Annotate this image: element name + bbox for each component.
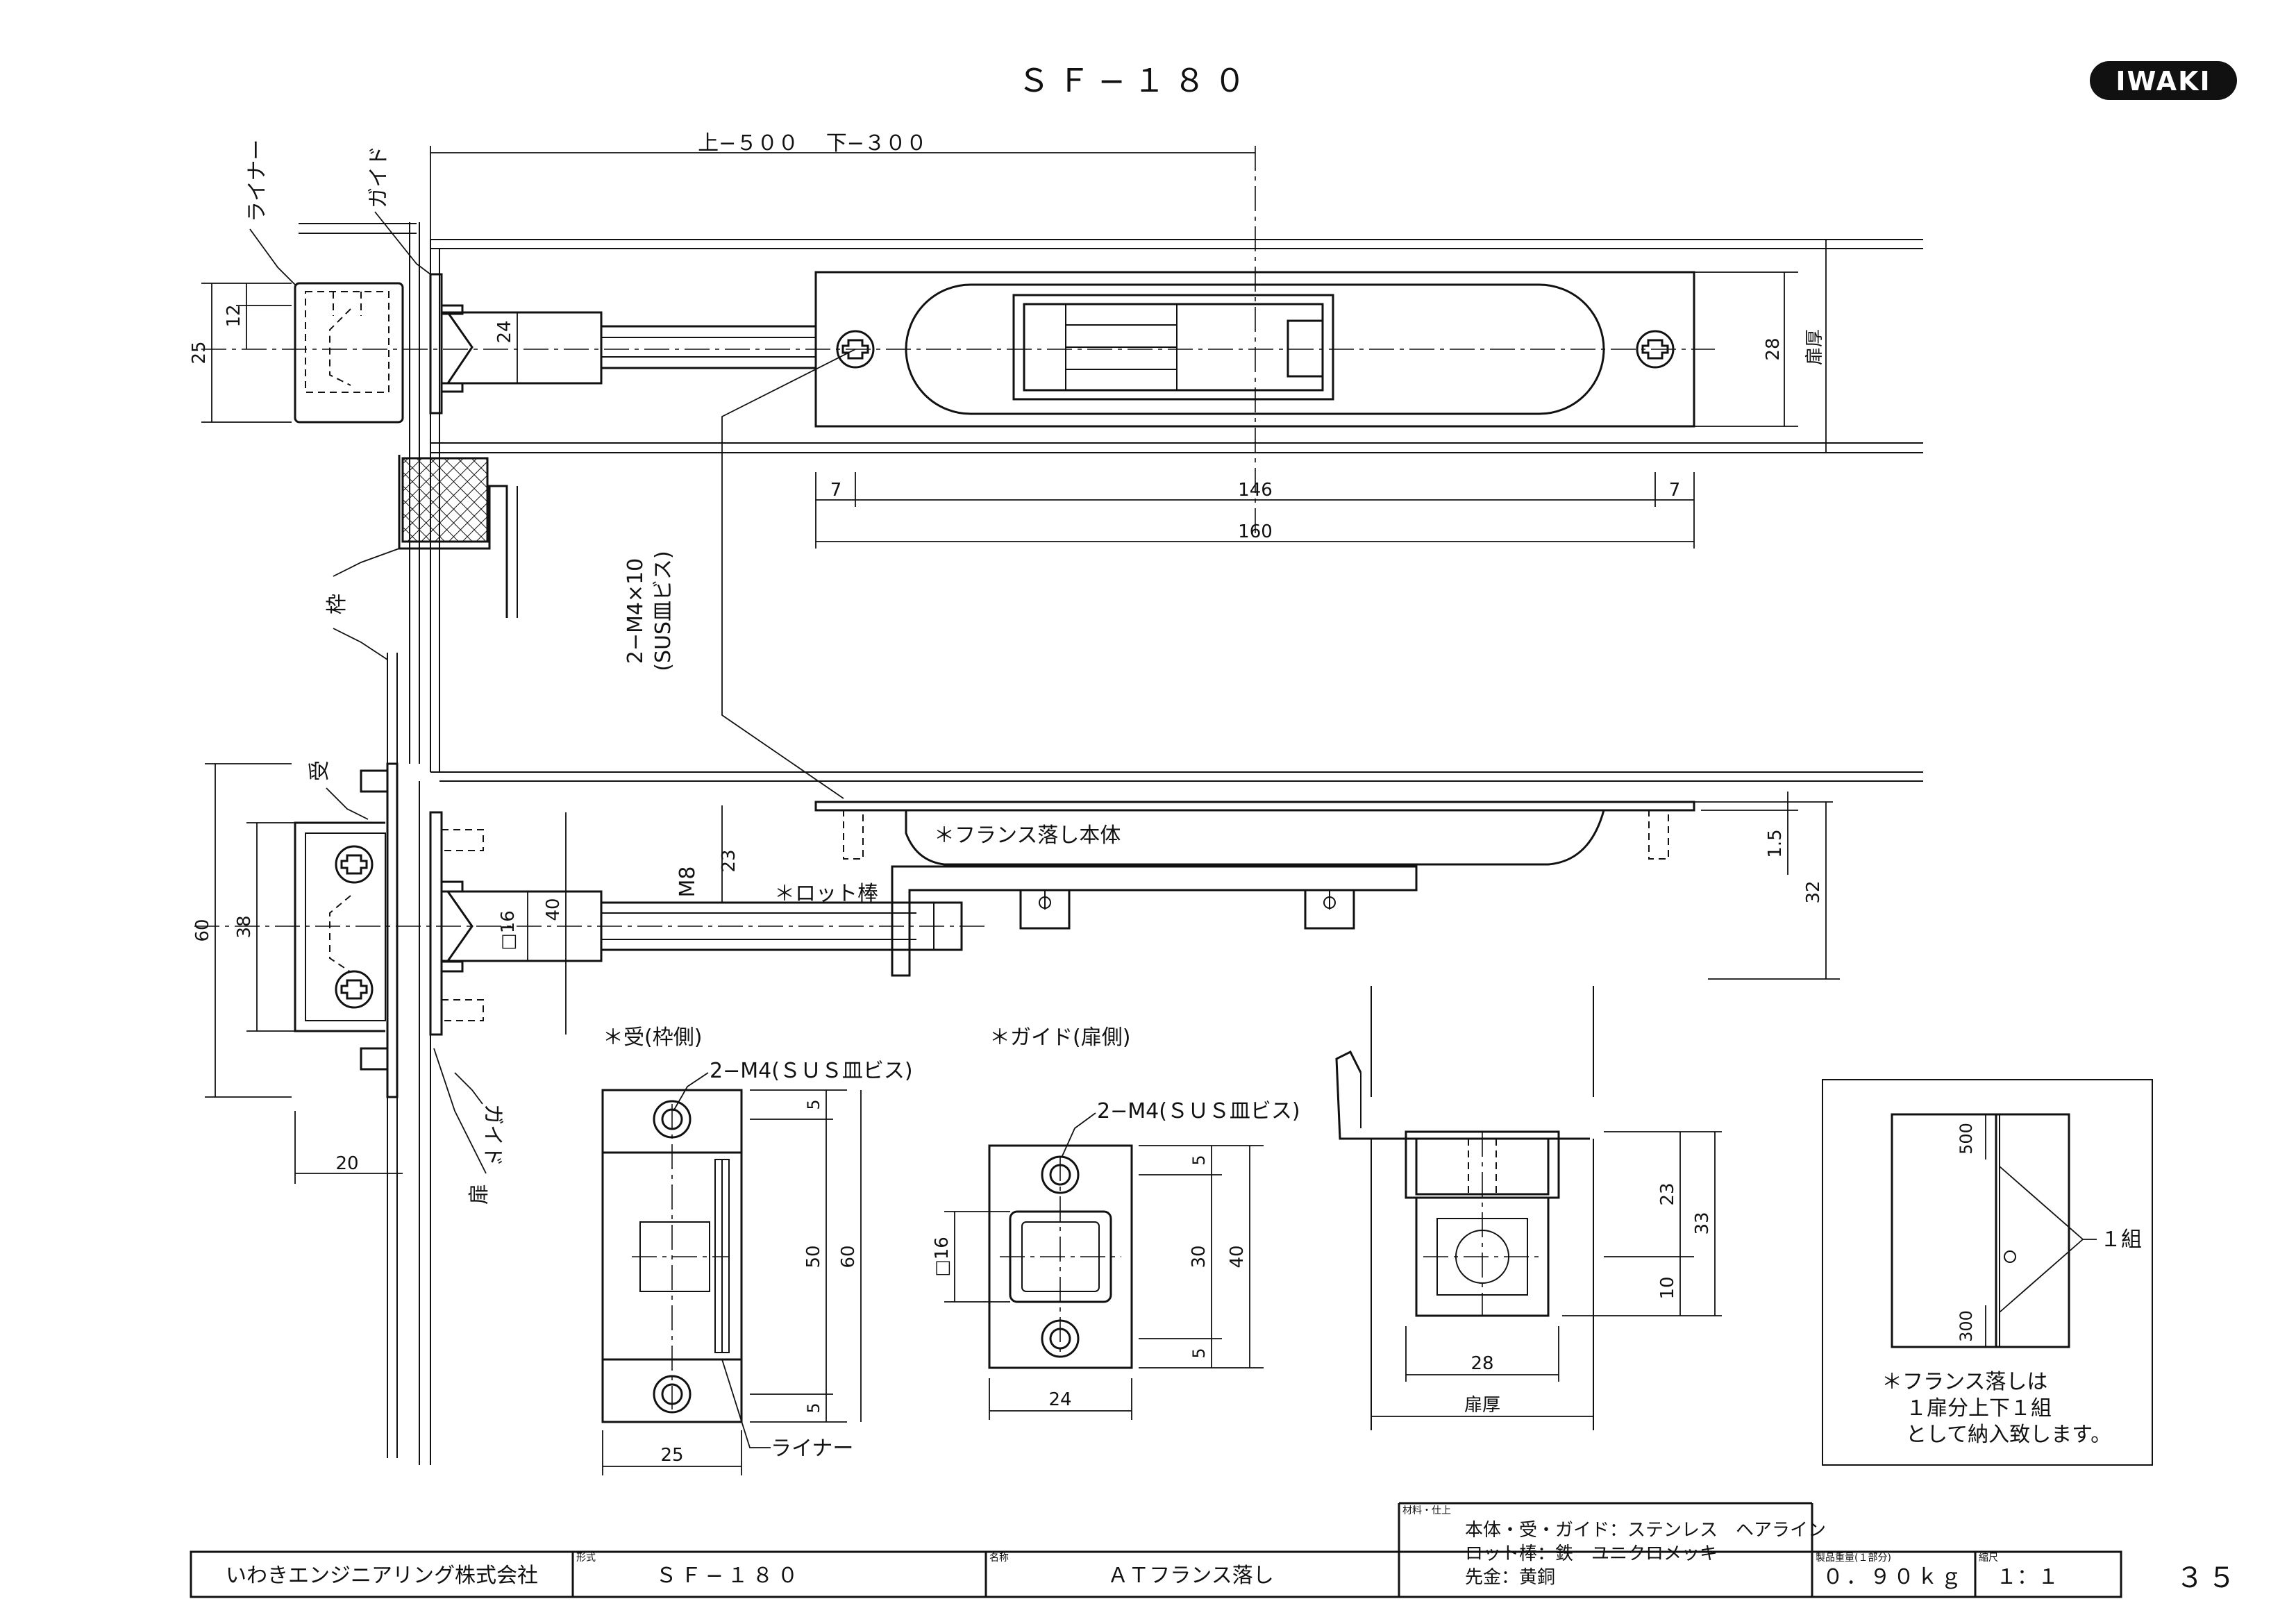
title-weight: ０．９０ｋｇ <box>1822 1565 1964 1589</box>
title-model: ＳＦ−１８０ <box>655 1564 802 1588</box>
svg-text:28: 28 <box>1763 337 1784 360</box>
guide-label-lower: ガイド <box>480 1104 505 1166</box>
svg-text:23: 23 <box>719 849 739 872</box>
bottom-section-detail: 23 10 33 28 扉厚 <box>1335 986 1722 1430</box>
guide-detail: ＊ガイド(扉側) 2−M4(ＳＵＳ皿ビス) □16 5 30 5 40 24 <box>932 1026 1300 1420</box>
svg-text:30: 30 <box>1189 1245 1209 1268</box>
svg-text:60: 60 <box>838 1245 859 1268</box>
top-view-dimensions: 上−５００ 下−３００ 25 12 24 28 扉厚 7 146 7 160 <box>189 131 1827 549</box>
svg-text:146: 146 <box>1238 480 1273 501</box>
svg-text:IWAKI: IWAKI <box>2115 66 2211 97</box>
svg-text:□16: □16 <box>498 910 519 951</box>
side-view-dimensions: 60 38 20 23 M8 □16 40 1.5 32 <box>192 763 1840 1184</box>
receiver-label: 受 <box>308 760 332 781</box>
svg-text:60: 60 <box>192 919 213 941</box>
svg-text:5: 5 <box>804 1403 823 1413</box>
svg-text:25: 25 <box>189 341 210 364</box>
svg-text:33: 33 <box>1692 1212 1713 1234</box>
material-line-3: 先金：黄銅 <box>1465 1567 1555 1588</box>
title-block: いわきエンジニアリング株式会社 形式 ＳＦ−１８０ 名称 ＡＴフランス落し 材料… <box>190 1502 2122 1598</box>
door-thickness-label: 扉厚 <box>1804 329 1825 365</box>
top-view-labels: ライナー ガイド 枠 2−M4×10 (SUS皿ビス) <box>245 140 856 799</box>
one-set-label: １組 <box>2100 1228 2142 1252</box>
svg-text:2−M4(ＳＵＳ皿ビス): 2−M4(ＳＵＳ皿ビス) <box>1097 1099 1300 1123</box>
svg-text:40: 40 <box>1227 1245 1248 1268</box>
liner-label-detail: ライナー <box>771 1437 853 1461</box>
svg-text:7: 7 <box>830 480 842 501</box>
length-note: 上−５００ 下−３００ <box>698 131 927 156</box>
company-name: いわきエンジニアリング株式会社 <box>226 1564 538 1588</box>
svg-text:24: 24 <box>494 320 515 343</box>
svg-text:製品重量(１部分): 製品重量(１部分) <box>1816 1552 1891 1564</box>
material-line-2: ロット棒：鉄 ユニクロメッキ <box>1465 1543 1718 1564</box>
svg-text:7: 7 <box>1669 480 1681 501</box>
svg-text:38: 38 <box>234 915 255 938</box>
svg-text:5: 5 <box>1189 1348 1209 1358</box>
svg-text:500: 500 <box>1956 1123 1976 1155</box>
svg-text:24: 24 <box>1048 1389 1071 1410</box>
note-line-3: として納入致します。 <box>1906 1423 2111 1447</box>
side-view-labels: 受 ガイド 扉 ＊フランス落し本体 ＊ロット棒 <box>308 760 1121 1205</box>
svg-text:25: 25 <box>660 1445 683 1466</box>
svg-text:300: 300 <box>1956 1310 1976 1342</box>
svg-text:28: 28 <box>1470 1353 1493 1374</box>
title-scale: １：１ <box>1996 1565 2059 1589</box>
guide-view-title: ＊ガイド(扉側) <box>989 1026 1130 1050</box>
svg-text:50: 50 <box>803 1245 824 1268</box>
guide-label: ガイド <box>367 146 391 208</box>
door-label: 扉 <box>467 1184 492 1205</box>
receiver-view-title: ＊受(枠側) <box>603 1026 702 1050</box>
frame-label: 枠 <box>325 594 349 614</box>
material-line-1: 本体・受・ガイド：ステンレス ヘアライン <box>1465 1520 1826 1541</box>
svg-text:□16: □16 <box>932 1237 953 1277</box>
svg-text:扉厚: 扉厚 <box>1464 1395 1500 1416</box>
svg-text:名称: 名称 <box>989 1552 1009 1564</box>
screw-spec-label: 2−M4×10 <box>623 558 648 664</box>
svg-text:23: 23 <box>1657 1182 1678 1205</box>
install-note-box: 500 300 １組 ＊フランス落しは １扉分上下１組 として納入致します。 <box>1822 1079 2153 1466</box>
receiver-detail: ＊受(枠側) 2−M4(ＳＵＳ皿ビス) ライナー 5 50 5 60 25 <box>601 1026 913 1475</box>
drawing-title: ＳＦ−１８０ <box>1018 62 1255 99</box>
screw-material-label: (SUS皿ビス) <box>651 551 676 671</box>
title-name: ＡＴフランス落し <box>1107 1564 1273 1588</box>
liner-label: ライナー <box>245 140 269 222</box>
svg-text:20: 20 <box>335 1153 358 1174</box>
svg-text:5: 5 <box>1189 1155 1209 1165</box>
iwaki-logo: IWAKI <box>2090 61 2237 100</box>
svg-text:材料・仕上: 材料・仕上 <box>1402 1505 1451 1516</box>
note-line-2: １扉分上下１組 <box>1906 1396 2052 1421</box>
note-line-1: ＊フランス落しは <box>1882 1370 2047 1394</box>
svg-text:160: 160 <box>1238 521 1273 542</box>
svg-text:5: 5 <box>804 1099 823 1110</box>
svg-text:縮尺: 縮尺 <box>1979 1552 1998 1564</box>
svg-text:32: 32 <box>1803 880 1824 903</box>
flush-bolt-body-label: ＊フランス落し本体 <box>934 823 1121 848</box>
side-view <box>194 762 1695 1465</box>
m8-label: M8 <box>676 867 700 898</box>
rod-label: ＊ロット棒 <box>774 882 878 906</box>
svg-text:2−M4(ＳＵＳ皿ビス): 2−M4(ＳＵＳ皿ビス) <box>710 1059 913 1083</box>
page-number: ３５ <box>2176 1562 2240 1594</box>
svg-text:形式: 形式 <box>576 1552 596 1564</box>
top-view <box>201 146 1923 1458</box>
svg-text:1.5: 1.5 <box>1765 829 1786 857</box>
svg-text:40: 40 <box>543 898 564 921</box>
svg-text:10: 10 <box>1657 1276 1678 1299</box>
svg-text:12: 12 <box>224 304 244 327</box>
